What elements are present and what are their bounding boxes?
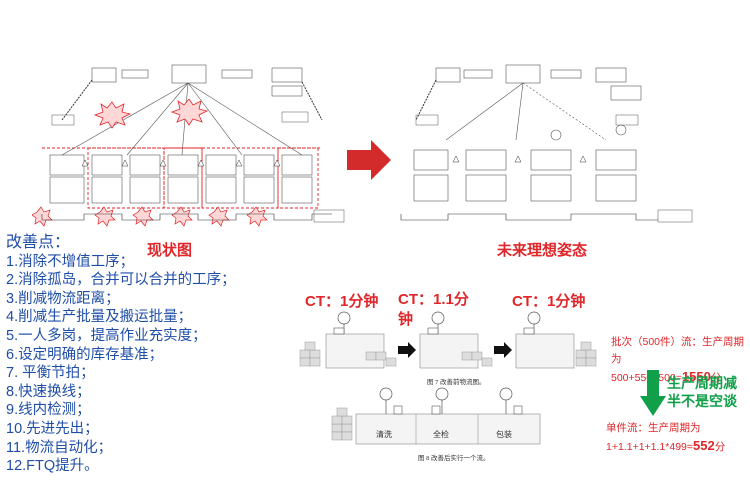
improvement-item: 5.一人多岗，提高作业充实度； <box>6 327 207 344</box>
single-note-prefix: 1+1.1+1+1.1*499= <box>606 441 694 453</box>
station-wash-label: 清洗 <box>376 430 392 439</box>
future-state-vsm-drawing <box>400 64 693 223</box>
ct-label-2: CT：1.1分 钟 <box>398 290 469 330</box>
single-note-unit: 分 <box>714 441 726 453</box>
improvement-heading: 改善点： <box>6 234 71 251</box>
single-flow-figure <box>331 387 541 445</box>
reduction-message: 生产周期减 半不是空谈 <box>667 374 737 410</box>
transition-arrow <box>347 140 391 180</box>
current-state-burst <box>170 98 209 126</box>
improvement-item: 3.削减物流距离； <box>6 290 120 307</box>
improvement-item: 7. 平衡节拍； <box>6 365 95 382</box>
batch-flow-note: 批次（500件）流：生产周期为 500+550+500=1550分 <box>611 334 747 387</box>
reduction-message-line2: 半不是空谈 <box>667 393 737 409</box>
improvement-item: 1.消除不增值工序； <box>6 253 135 270</box>
batch-note-unit: 分 <box>710 372 722 384</box>
ct-label-3: CT：1分钟 <box>512 293 586 310</box>
station-check-label: 全检 <box>433 430 449 439</box>
current-state-vsm <box>32 60 350 230</box>
reduction-arrow <box>640 370 666 416</box>
current-state-vsm-drawing <box>32 64 345 227</box>
station-pack-label: 包装 <box>496 430 512 439</box>
fig7-caption: 图 7 改善前物流图。 <box>427 379 486 386</box>
batch-note-line1: 批次（500件）流：生产周期为 <box>611 336 745 365</box>
batch-note-prefix: 500+550+500= <box>611 372 682 384</box>
reduction-message-line1: 生产周期减 <box>667 375 737 391</box>
ct-label-2-line1: CT：1.1分 <box>398 291 469 308</box>
batch-note-value: 1550 <box>681 369 711 384</box>
ct-label-1: CT：1分钟 <box>305 293 379 310</box>
batch-note-line2: 500+550+500=1550分 <box>611 368 747 387</box>
current-state-title: 现状图 <box>147 242 193 259</box>
future-state-vsm <box>396 60 698 230</box>
improvement-list: 改善点： 1.消除不增值工序； 2.消除孤岛，合并可以合并的工序； 3.削减物流… <box>6 234 298 476</box>
single-note-line1: 单件流：生产周期为 <box>606 422 701 434</box>
improvement-item: 2.消除孤岛，合并可以合并的工序； <box>6 272 236 289</box>
improvement-item: 12.FTQ提升。 <box>6 458 99 475</box>
single-note-line2: 1+1.1+1+1.1*499=552分 <box>606 437 748 456</box>
current-state-burst <box>93 101 132 129</box>
improvement-item: 4.削减生产批量及搬运批量； <box>6 309 193 326</box>
improvement-item: 9.线内检测； <box>6 402 91 419</box>
improvement-item: 6.设定明确的库存基准； <box>6 346 164 363</box>
improvement-item: 11.物流自动化； <box>6 439 113 456</box>
improvement-item: 10.先进先出； <box>6 420 99 437</box>
improvement-item: 8.快速换线； <box>6 383 91 400</box>
batch-flow-figure <box>299 311 597 369</box>
future-state-title: 未来理想姿态 <box>497 242 588 259</box>
fig8-caption: 图 8 改善后实行一个流。 <box>418 455 490 462</box>
ct-label-2-line2: 钟 <box>398 311 414 328</box>
single-note-value: 552 <box>693 438 715 453</box>
single-flow-note: 单件流：生产周期为 1+1.1+1+1.1*499=552分 <box>606 420 748 456</box>
